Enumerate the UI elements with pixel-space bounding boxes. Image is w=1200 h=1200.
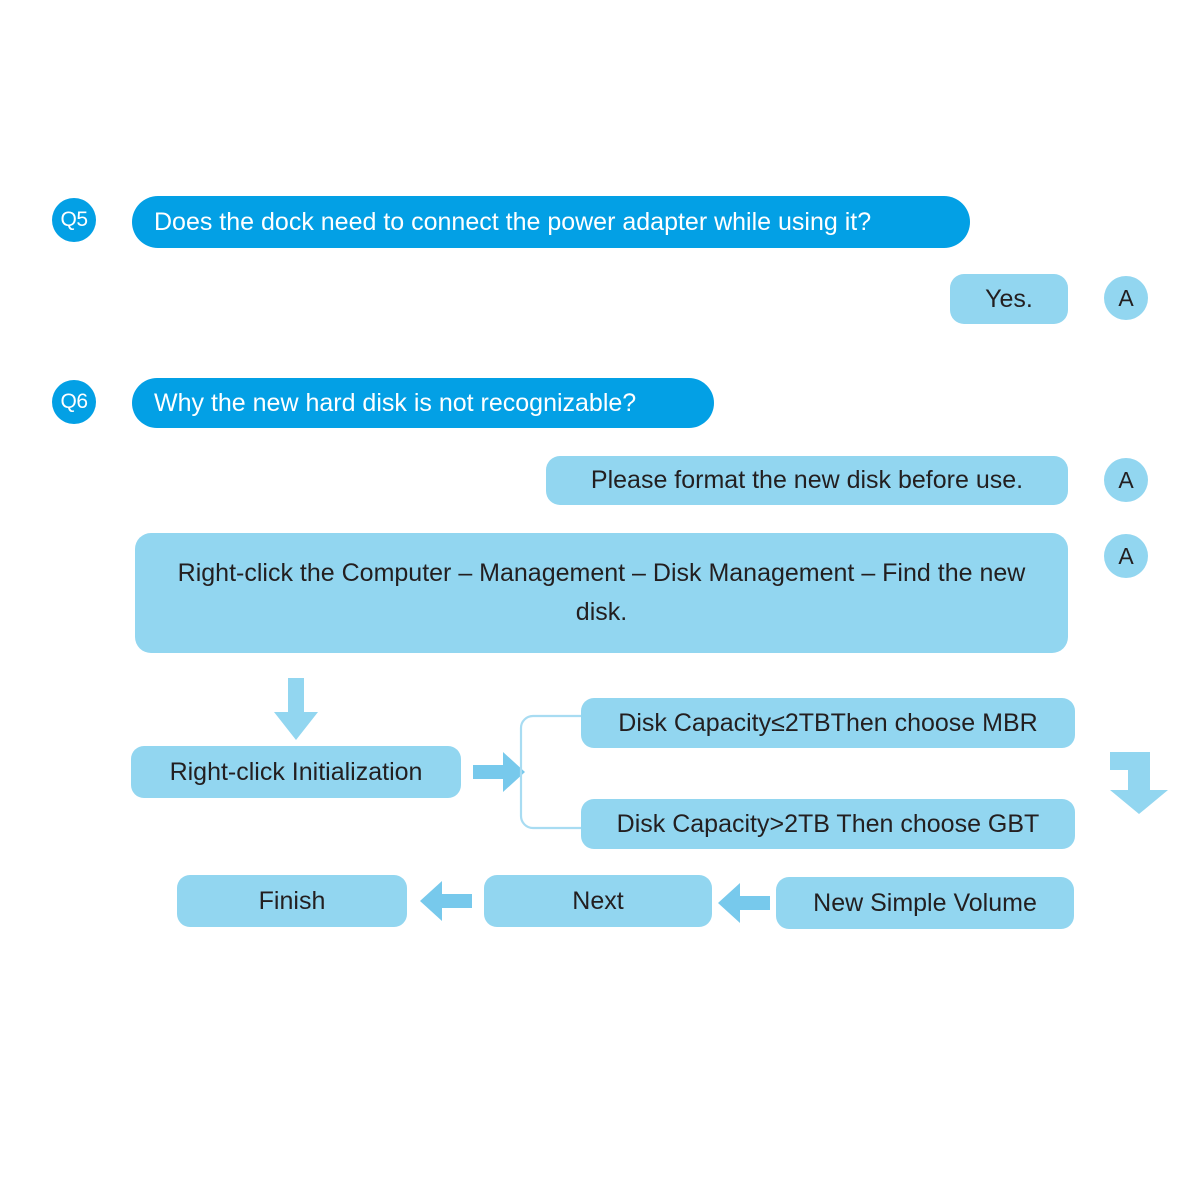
arrow-elbow-down-icon bbox=[1110, 752, 1168, 814]
answer-bubble-q6-1: Please format the new disk before use. bbox=[546, 456, 1068, 505]
question-bubble-q5: Does the dock need to connect the power … bbox=[132, 196, 970, 248]
question-badge-q5: Q5 bbox=[52, 198, 96, 242]
question-badge-q6: Q6 bbox=[52, 380, 96, 424]
answer-badge-q6-2: A bbox=[1104, 534, 1148, 578]
flow-step-mbr: Disk Capacity≤2TBThen choose MBR bbox=[581, 698, 1075, 748]
question-bubble-q6: Why the new hard disk is not recognizabl… bbox=[132, 378, 714, 428]
answer-bubble-q6-2: Right-click the Computer – Management – … bbox=[135, 533, 1068, 653]
answer-badge-q5-1: A bbox=[1104, 276, 1148, 320]
flow-step-finish: Finish bbox=[177, 875, 407, 927]
answer-badge-q6-1: A bbox=[1104, 458, 1148, 502]
flow-step-initialize: Right-click Initialization bbox=[131, 746, 461, 798]
flow-step-next: Next bbox=[484, 875, 712, 927]
arrow-left-icon bbox=[420, 881, 472, 921]
branch-bracket bbox=[519, 714, 583, 830]
arrow-right-icon bbox=[473, 752, 525, 792]
answer-bubble-q5-1: Yes. bbox=[950, 274, 1068, 324]
arrow-down-icon bbox=[274, 678, 318, 740]
flow-step-new-simple-volume: New Simple Volume bbox=[776, 877, 1074, 929]
flow-step-gbt: Disk Capacity>2TB Then choose GBT bbox=[581, 799, 1075, 849]
arrow-left-icon bbox=[718, 883, 770, 923]
